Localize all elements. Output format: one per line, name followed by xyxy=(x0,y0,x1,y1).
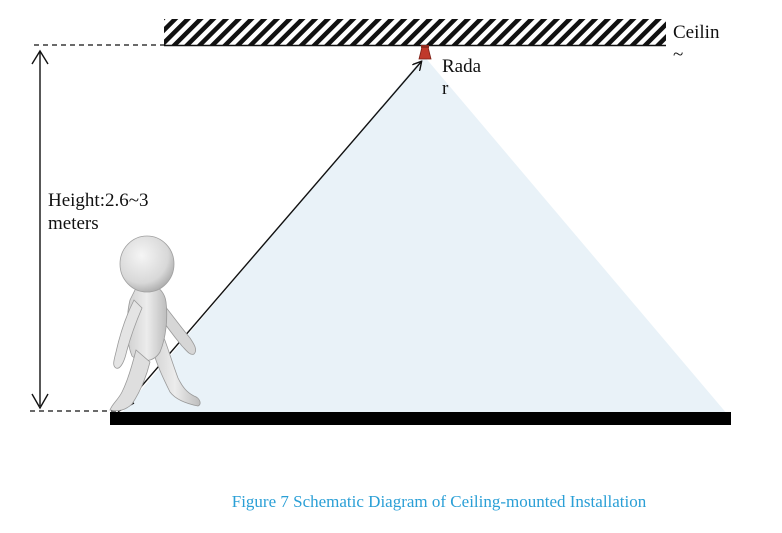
ceiling-hatch xyxy=(164,19,666,45)
figure-caption: Figure 7 Schematic Diagram of Ceiling-mo… xyxy=(231,492,647,511)
detection-cone xyxy=(120,56,728,415)
radar-label: Rada r xyxy=(442,56,482,99)
walking-person-figure xyxy=(109,235,201,412)
height-label: Height:2.6~3 meters xyxy=(48,190,149,234)
radar-sensor-icon xyxy=(418,45,432,60)
ceiling-label: Ceilin ~ xyxy=(673,22,720,65)
height-arrow xyxy=(31,49,49,410)
floor-bar xyxy=(110,412,731,425)
range-arrow xyxy=(120,62,421,411)
